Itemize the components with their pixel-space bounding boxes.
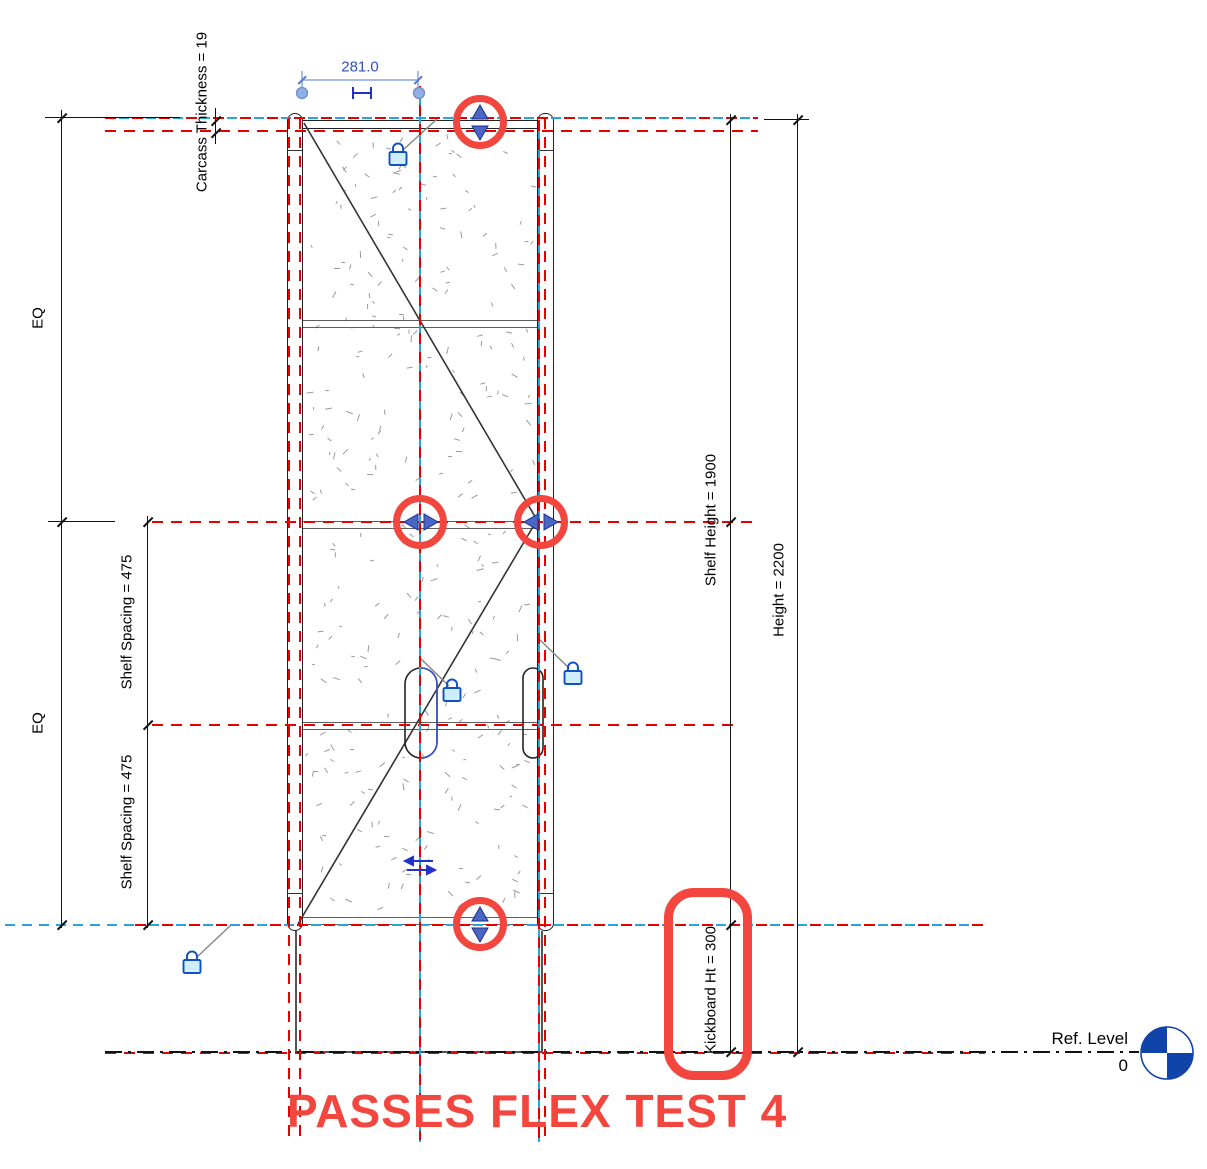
highlight-box-kickboard — [664, 888, 752, 1080]
ref-plane-top — [105, 117, 758, 119]
left-panel-joint-line-2 — [287, 893, 303, 895]
flip-arrows-icon[interactable] — [402, 855, 438, 876]
drag-dot-icon[interactable] — [412, 86, 426, 100]
height-dim-line — [797, 114, 799, 1053]
slot-profile-left-selected-edge — [420, 667, 438, 759]
eq-dim-line — [61, 110, 63, 928]
height-dim-witness-top — [764, 119, 809, 121]
ref-plane-kickboard-top — [135, 924, 985, 926]
symbolic-line-left-panel-a — [288, 118, 290, 1140]
padlock-icon[interactable] — [442, 678, 462, 702]
shelf-height-dim-line — [730, 114, 732, 1053]
lock-leader-bottom — [196, 924, 232, 958]
highlight-circle-mid-left — [393, 495, 447, 549]
level-elevation[interactable]: 0 — [1118, 1056, 1128, 1075]
padlock-icon[interactable] — [182, 950, 202, 974]
level-line — [105, 1051, 1139, 1053]
carcass-thickness-dim-line — [215, 108, 217, 144]
flex-test-banner: PASSES FLEX TEST 4 — [287, 1085, 788, 1137]
left-panel-joint-line — [287, 150, 303, 152]
padlock-icon[interactable] — [563, 661, 583, 685]
ref-plane-middle-shelf — [152, 521, 757, 523]
flex-diagonal-lower — [297, 519, 538, 925]
highlight-circle-bottom — [453, 897, 507, 951]
shelf-spacing-dim-line — [147, 516, 149, 928]
ref-plane-center-red-overlay — [419, 86, 421, 1140]
slot-profile-right — [522, 667, 544, 759]
symbolic-line-right-panel — [544, 118, 546, 1140]
drag-dot-icon[interactable] — [295, 86, 309, 100]
symbolic-line-shelf-3 — [152, 724, 733, 726]
highlight-circle-mid-right — [514, 495, 568, 549]
ref-plane-kickboard-top-left — [5, 924, 135, 926]
temp-dim-line — [302, 79, 418, 81]
level-target-icon[interactable] — [1140, 1026, 1194, 1080]
dimension-anchor-icon[interactable] — [352, 87, 372, 99]
eq-dim-witness-top — [45, 117, 180, 119]
ref-plane-right-face-red-overlay — [538, 120, 540, 1140]
eq-dim-witness-mid — [48, 521, 115, 523]
level-name[interactable]: Ref. Level — [1051, 1029, 1128, 1048]
lock-leader-middle — [418, 656, 450, 687]
symbolic-line-top-inner — [105, 130, 758, 132]
temp-dim-value[interactable]: 281.0 — [341, 58, 379, 76]
highlight-circle-top — [453, 95, 507, 149]
padlock-icon[interactable] — [388, 142, 408, 166]
symbolic-line-left-panel-b — [299, 118, 301, 1140]
